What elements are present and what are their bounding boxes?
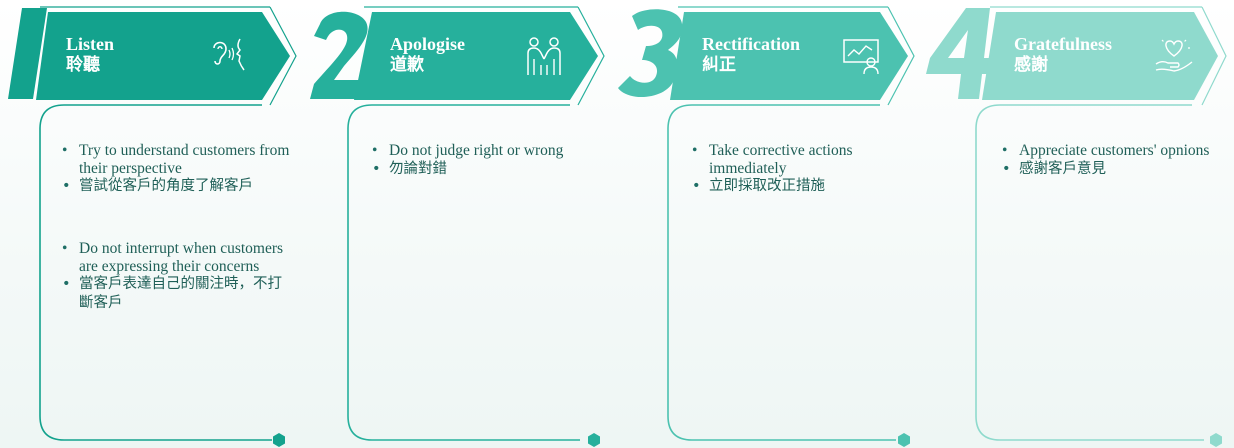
list-item: Do not interrupt when customers are expr… xyxy=(60,240,290,275)
list-item: Do not judge right or wrong xyxy=(370,142,600,160)
step-4-card-text: Appreciate customers' opnions 感謝客戶意見 xyxy=(1000,142,1226,179)
step-3-frame xyxy=(618,6,915,447)
step-3-title-en: Rectification xyxy=(702,34,800,54)
step-2-list-a: Do not judge right or wrong 勿論對錯 xyxy=(370,142,600,179)
step-3-list-a: Take corrective actions immediately 立即採取… xyxy=(690,142,920,196)
step-4-card-outline xyxy=(975,104,1204,441)
step-2-card-text: Do not judge right or wrong 勿論對錯 xyxy=(370,142,600,179)
step-4-title-en: Gratefulness xyxy=(1014,34,1112,54)
step-4-banner xyxy=(982,12,1218,100)
step-1-list-a: Try to understand customers from their p… xyxy=(60,142,290,196)
list-item: 感謝客戶意見 xyxy=(1000,160,1226,179)
step-number-1 xyxy=(8,8,47,99)
step-3-card-outline xyxy=(667,104,896,441)
step-1-banner-outline xyxy=(269,6,297,106)
step-4-frame xyxy=(926,6,1227,447)
presentation-board-icon xyxy=(843,39,879,75)
list-item: 嘗試從客戶的角度了解客戶 xyxy=(60,177,290,196)
step-number-3 xyxy=(618,9,683,98)
ear-listen-icon xyxy=(213,38,245,71)
step-2-banner xyxy=(354,12,598,100)
step-4-end-hexagon xyxy=(1210,433,1222,447)
step-1-title-zh: 聆聽 xyxy=(66,55,100,75)
step-2: Apologise 道歉 Do not judge right or wrong… xyxy=(308,0,616,448)
list-item: Appreciate customers' opnions xyxy=(1000,142,1226,160)
apologise-people-icon xyxy=(527,37,561,75)
step-1-card-text: Try to understand customers from their p… xyxy=(60,142,290,313)
step-1-end-hexagon xyxy=(273,433,285,447)
list-item: 當客戶表達自己的關注時，不打斷客戶 xyxy=(60,275,290,313)
step-number-4 xyxy=(926,8,996,99)
list-item: 立即採取改正措施 xyxy=(690,177,920,196)
step-1-list-b: Do not interrupt when customers are expr… xyxy=(60,240,290,313)
step-2-end-hexagon xyxy=(588,433,600,447)
step-1-banner xyxy=(36,12,290,100)
step-4-title-zh: 感謝 xyxy=(1014,55,1048,75)
step-3-end-hexagon xyxy=(898,433,910,447)
step-2-card-outline xyxy=(347,104,580,441)
step-1-frame xyxy=(8,6,297,447)
list-item: Try to understand customers from their p… xyxy=(60,142,290,177)
step-3-card-text: Take corrective actions immediately 立即採取… xyxy=(690,142,920,196)
list-item: Take corrective actions immediately xyxy=(690,142,920,177)
step-2-title-zh: 道歉 xyxy=(390,55,424,75)
step-1: Listen 聆聽 Try to understand customers fr… xyxy=(0,0,308,448)
step-number-2 xyxy=(310,11,368,100)
step-4-list-a: Appreciate customers' opnions 感謝客戶意見 xyxy=(1000,142,1226,179)
step-4: Gratefulness 感謝 Appreciate customers' op… xyxy=(926,0,1234,448)
heart-hand-icon xyxy=(1155,39,1193,72)
step-3-title-zh: 糾正 xyxy=(702,55,736,75)
list-item: 勿論對錯 xyxy=(370,160,600,179)
step-2-frame xyxy=(310,6,605,447)
step-3: Rectification 糾正 Take corrective actions… xyxy=(618,0,926,448)
step-2-title-en: Apologise xyxy=(390,34,466,54)
step-1-title-en: Listen xyxy=(66,34,115,54)
step-3-banner-outline xyxy=(887,6,915,106)
step-2-banner-outline xyxy=(577,6,605,106)
step-3-banner xyxy=(670,12,908,100)
step-4-banner-outline xyxy=(1201,6,1227,106)
step-1-card-outline xyxy=(39,104,272,441)
